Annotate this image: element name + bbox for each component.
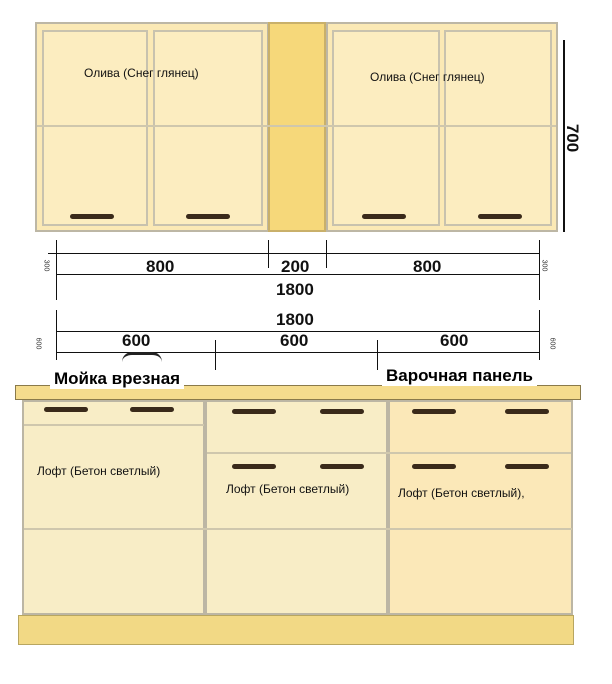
handle — [186, 214, 230, 219]
faucet-icon — [122, 352, 162, 362]
lower-dim-left: 600 — [122, 331, 151, 350]
upper-depth-left: 300 — [42, 259, 50, 272]
base-cabinet-middle — [205, 400, 388, 615]
hob-label: Варочная панель — [382, 366, 538, 386]
handle — [478, 214, 522, 219]
handle — [362, 214, 406, 219]
upper-door — [444, 30, 552, 226]
base-shelf — [24, 528, 572, 530]
upper-dim-left: 800 — [146, 257, 175, 276]
dim-line — [56, 352, 540, 353]
upper-door — [42, 30, 148, 226]
handle — [320, 409, 364, 414]
handle — [412, 464, 456, 469]
lower-dim-middle: 600 — [280, 331, 309, 350]
handle — [232, 409, 276, 414]
dim-line — [48, 253, 540, 254]
lower-depth-right: 600 — [548, 337, 556, 350]
handle — [320, 464, 364, 469]
base-cabinet-sink — [22, 400, 205, 615]
handle — [44, 407, 88, 412]
dim-tick — [268, 240, 269, 268]
handle — [232, 464, 276, 469]
handle — [505, 409, 549, 414]
upper-door — [332, 30, 440, 226]
handle — [70, 214, 114, 219]
base-cabinet-right — [388, 400, 573, 615]
base-drawer-line — [207, 452, 571, 454]
upper-left-material: Олива (Снег глянец) — [84, 66, 199, 80]
dim-line — [56, 331, 540, 332]
upper-dim-middle: 200 — [281, 257, 310, 276]
height-dim-line — [563, 40, 565, 232]
base-middle-material: Лофт (Бетон светлый) — [226, 482, 350, 496]
dim-tick — [539, 240, 540, 300]
dim-tick — [215, 340, 216, 370]
base-drawer-line — [24, 424, 204, 426]
plinth — [18, 615, 574, 645]
dim-tick — [326, 240, 327, 268]
base-right-material: Лофт (Бетон светлый), — [398, 486, 525, 500]
lower-dim-total: 1800 — [276, 310, 314, 329]
upper-column-cabinet — [268, 22, 326, 232]
dim-tick — [56, 310, 57, 360]
dim-line — [56, 274, 540, 275]
dim-tick — [377, 340, 378, 370]
dim-tick — [539, 310, 540, 360]
dim-tick — [56, 240, 57, 300]
lower-depth-left: 600 — [34, 337, 42, 350]
lower-dim-right: 600 — [440, 331, 469, 350]
upper-depth-right: 300 — [540, 259, 548, 272]
base-left-material: Лофт (Бетон светлый) — [37, 464, 161, 478]
upper-dim-total: 1800 — [276, 280, 314, 299]
handle — [130, 407, 174, 412]
upper-height-label: 700 — [563, 123, 583, 153]
handle — [412, 409, 456, 414]
upper-dim-right: 800 — [413, 257, 442, 276]
sink-label: Мойка врезная — [50, 369, 185, 389]
handle — [505, 464, 549, 469]
upper-door — [153, 30, 263, 226]
upper-shelf — [37, 125, 556, 127]
upper-right-material: Олива (Снег глянец) — [370, 70, 485, 84]
